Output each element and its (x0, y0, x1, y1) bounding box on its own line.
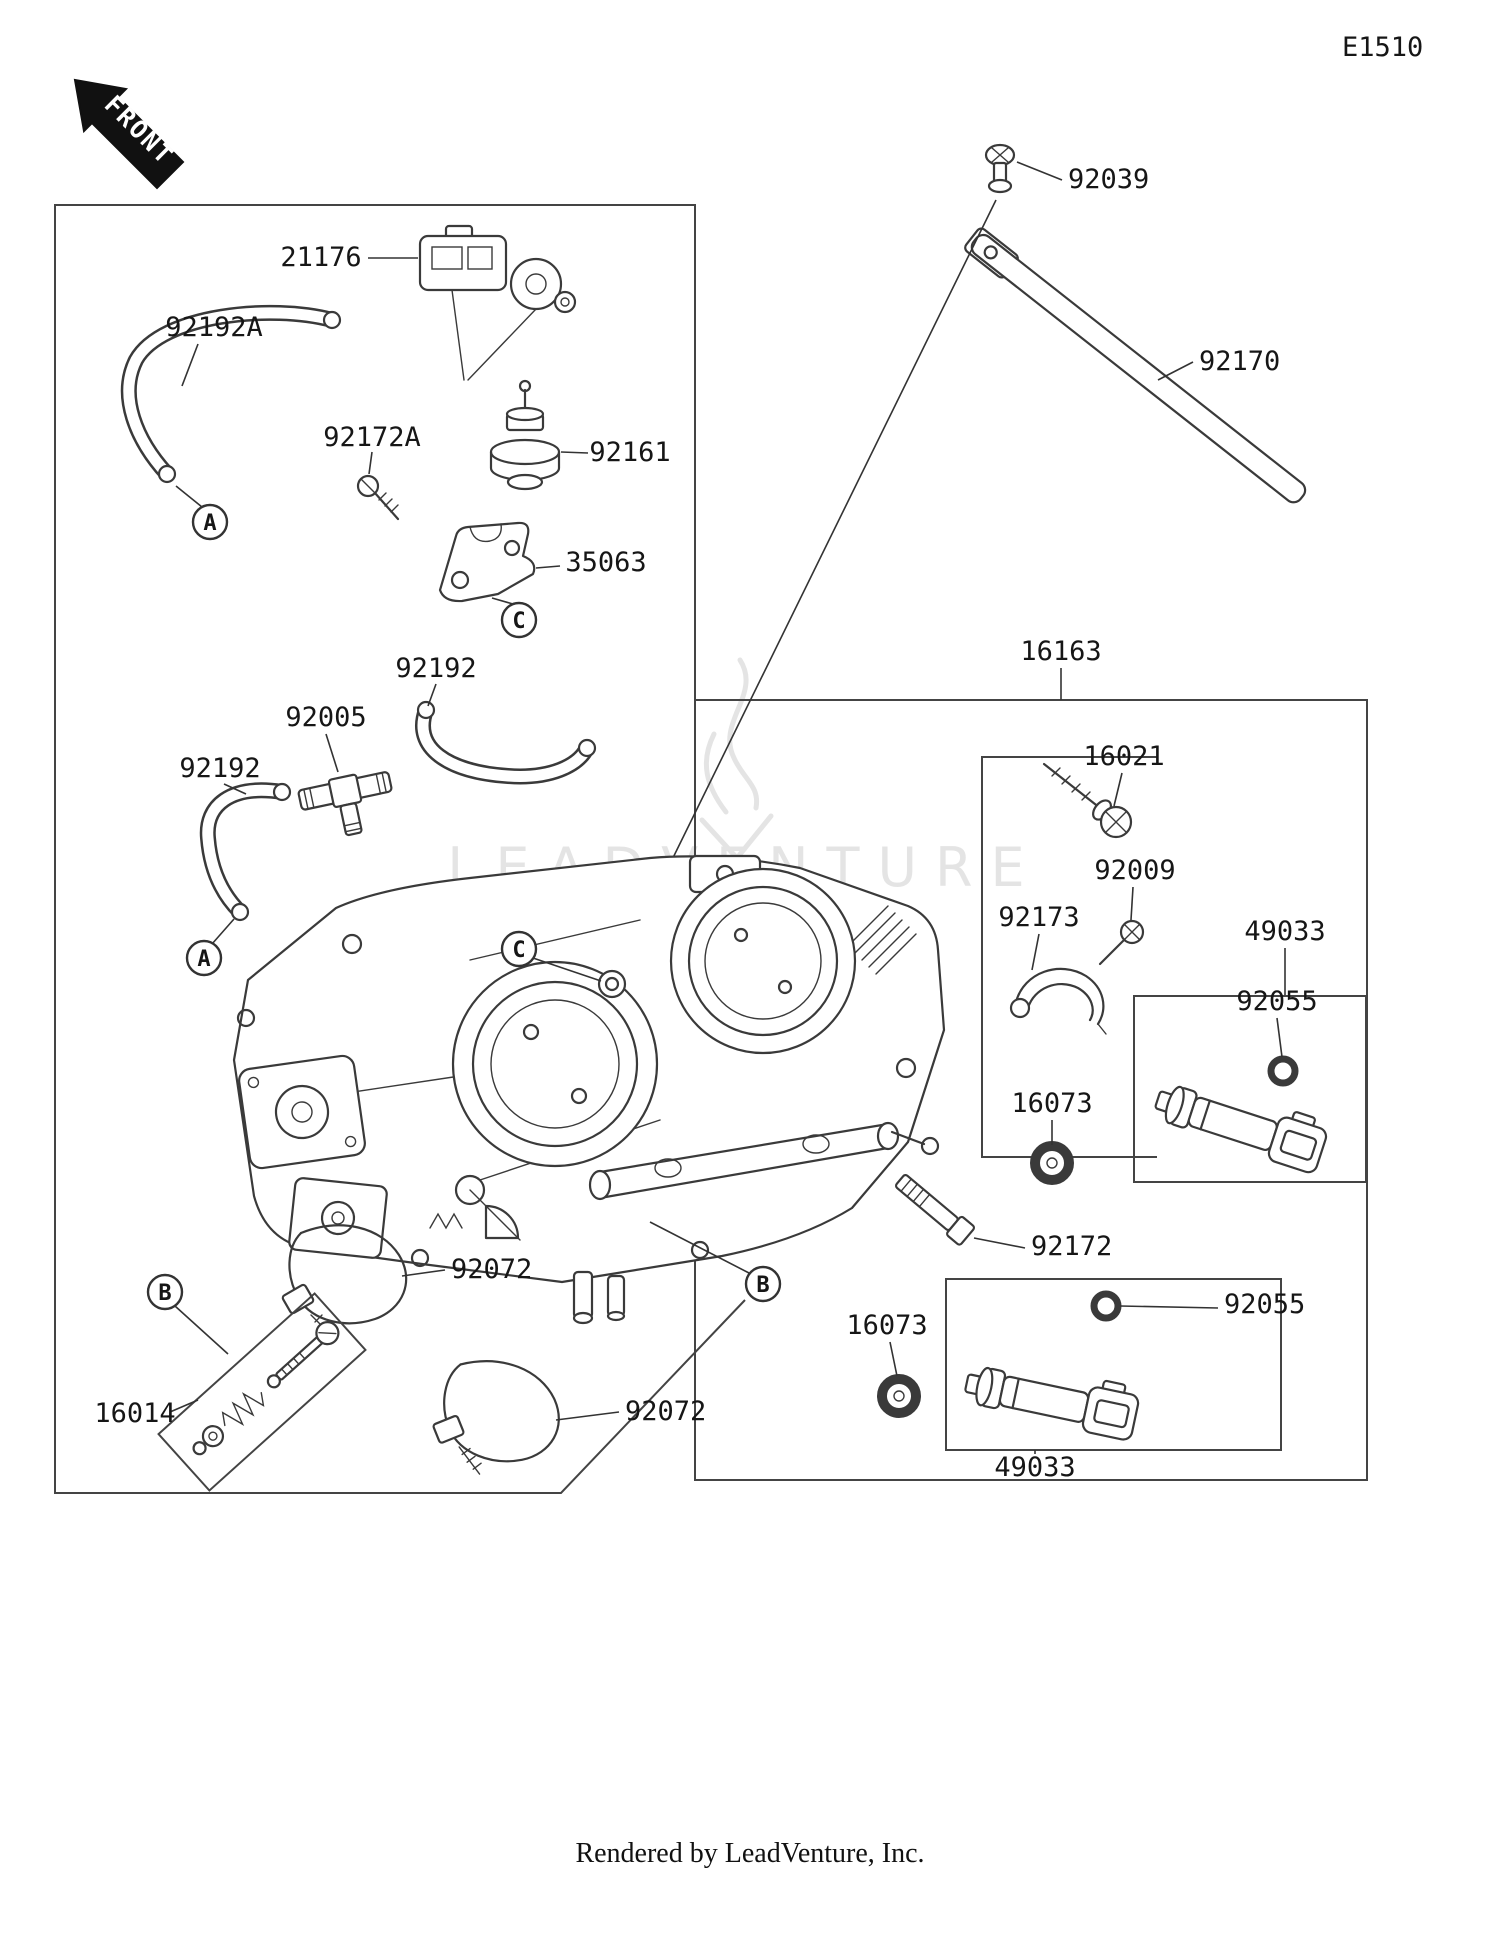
leader-92192a (181, 343, 199, 387)
part-label-92009: 92009 (1094, 855, 1175, 886)
part-label-92055-right: 92055 (1236, 986, 1317, 1017)
callout-b-left (146, 1273, 184, 1311)
part-label-16073-bottom: 16073 (846, 1310, 927, 1341)
leader-92192-top (427, 683, 437, 707)
leader-92039 (1016, 161, 1063, 181)
throttle-body-drawing (232, 854, 946, 1325)
part-label-92005: 92005 (285, 702, 366, 733)
part-label-92039: 92039 (1068, 164, 1149, 195)
group-box-left (54, 204, 746, 1494)
screw-set-16014-drawing (157, 1292, 367, 1492)
part-label-16073-right: 16073 (1011, 1088, 1092, 1119)
bolt-92172-drawing (894, 1173, 975, 1246)
part-label-92072-upper: 92072 (451, 1254, 532, 1285)
callout-c-top (500, 601, 538, 639)
callout-a-mid (185, 939, 223, 977)
leader-92192-left (223, 783, 247, 795)
part-label-16163: 16163 (1020, 636, 1101, 667)
callout-b-left-letter: B (158, 1281, 171, 1306)
screw-92009-drawing (1098, 919, 1145, 966)
callout-a-mid-letter: A (197, 947, 210, 972)
part-label-16014: 16014 (94, 1398, 175, 1429)
leader-92161 (560, 451, 589, 454)
callout-b-bottom (744, 1265, 782, 1303)
leader-35063 (535, 565, 561, 569)
tee-92005-drawing (297, 771, 393, 837)
leader-mount-long (611, 199, 997, 983)
callout-a-top-letter: A (203, 511, 216, 536)
oring-92055-right-drawing (1267, 1055, 1299, 1087)
sensor-92161-drawing (489, 379, 561, 491)
part-label-92172: 92172 (1031, 1231, 1112, 1262)
part-label-49033-bottom: 49033 (994, 1452, 1075, 1483)
screw-16021-drawing (1042, 762, 1133, 839)
bolt-92039-drawing (984, 143, 1016, 194)
part-label-49033-right: 49033 (1244, 916, 1325, 947)
leader-92055-right (1276, 1017, 1283, 1058)
leader-92055-bottom (1119, 1305, 1219, 1309)
leader-callout-c-mid (532, 957, 602, 982)
part-label-92192-top: 92192 (395, 653, 476, 684)
callout-c-mid-letter: C (512, 938, 525, 963)
leader-92005 (325, 733, 339, 773)
hose-92192-left-drawing (199, 782, 292, 922)
part-label-92192-left: 92192 (179, 753, 260, 784)
part-label-92161: 92161 (589, 437, 670, 468)
callout-c-mid (500, 930, 538, 968)
oring-92055-bottom-drawing (1090, 1290, 1122, 1322)
part-label-16021: 16021 (1083, 741, 1164, 772)
part-label-92173: 92173 (998, 902, 1079, 933)
leader-callout-a-mid (211, 918, 235, 945)
leader-16014 (169, 1399, 199, 1413)
part-label-92055-bottom: 92055 (1224, 1289, 1305, 1320)
leader-92072-lower (555, 1411, 620, 1421)
callout-a-top (191, 503, 229, 541)
callout-b-bottom-letter: B (756, 1273, 769, 1298)
leader-92172a (368, 451, 373, 475)
leader-callout-a-top (175, 485, 203, 508)
grommet-16073-bottom-drawing (877, 1374, 921, 1418)
grommet-16073-right-drawing (1030, 1141, 1074, 1185)
part-label-92172a: 92172A (323, 422, 421, 453)
part-label-92170: 92170 (1199, 346, 1280, 377)
sensor-21176-drawing (418, 224, 577, 381)
footer-text: Rendered by LeadVenture, Inc. (575, 1838, 924, 1869)
hose-92192-top-drawing (415, 700, 597, 785)
leader-callout-c-top (491, 597, 514, 605)
bracket-92170-drawing (964, 227, 1307, 504)
part-label-21176: 21176 (280, 242, 361, 273)
leader-callout-b-left (174, 1305, 229, 1355)
leader-92173 (1031, 933, 1040, 971)
callout-c-top-letter: C (512, 609, 525, 634)
group-box-injector-right (1133, 995, 1367, 1183)
leader-callout-b-bottom (649, 1221, 750, 1274)
leader-92170 (1157, 361, 1194, 381)
leader-92172 (973, 1237, 1026, 1249)
part-label-92192a: 92192A (165, 312, 263, 343)
leader-92072-upper (401, 1269, 446, 1277)
leader-92009 (1130, 886, 1134, 921)
hose-92192a-drawing (120, 304, 342, 484)
bracket-35063-drawing (438, 521, 536, 603)
clamp-92173-drawing (1009, 967, 1107, 1035)
leader-16021 (1113, 772, 1123, 807)
page-code: E1510 (1342, 32, 1423, 63)
part-label-92072-lower: 92072 (625, 1396, 706, 1427)
group-box-injector-bottom (945, 1278, 1282, 1451)
leader-16073-bottom (889, 1341, 898, 1377)
part-label-35063: 35063 (565, 547, 646, 578)
screw-92172a-drawing (356, 474, 400, 521)
